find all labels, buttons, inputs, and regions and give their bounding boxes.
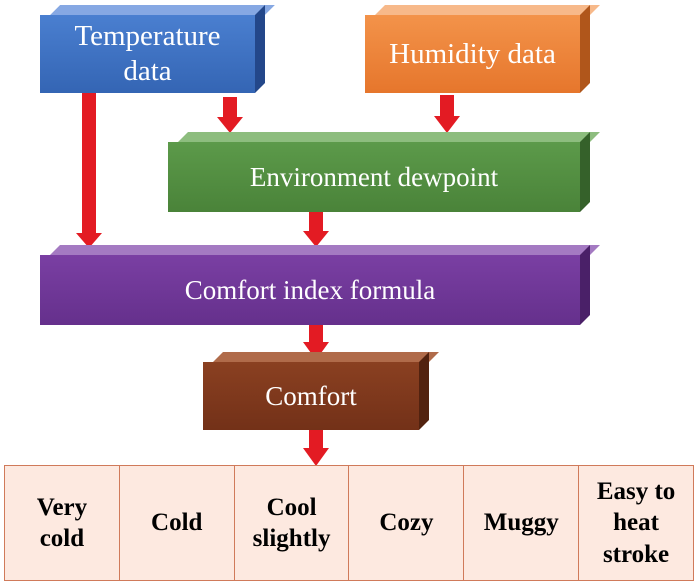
comfort-index-formula-box: Comfort index formula xyxy=(40,245,600,325)
arrow-formula-to-comfort xyxy=(303,325,329,360)
box-top-face xyxy=(178,132,600,142)
box-side-face xyxy=(580,132,590,212)
category-very-cold: Very cold xyxy=(5,466,120,580)
humidity-data-label: Humidity data xyxy=(365,15,580,93)
arrow-comfort-to-categories xyxy=(303,430,329,466)
box-top-face xyxy=(375,5,600,15)
arrow-humidity-to-dewpoint xyxy=(434,95,460,133)
box-side-face xyxy=(419,352,429,430)
box-top-face xyxy=(50,245,600,255)
arrow-dewpoint-to-formula xyxy=(303,212,329,247)
category-cold: Cold xyxy=(120,466,235,580)
environment-dewpoint-box: Environment dewpoint xyxy=(168,132,600,212)
box-top-face xyxy=(50,5,275,15)
category-easy-to-heat-stroke: Easy to heat stroke xyxy=(596,478,676,568)
temperature-data-box: Temperature data xyxy=(40,5,265,93)
arrow-temperature-to-dewpoint xyxy=(217,97,243,133)
arrow-temperature-to-formula xyxy=(76,93,102,248)
box-side-face xyxy=(255,5,265,93)
box-top-face xyxy=(213,352,439,362)
box-side-face xyxy=(580,245,590,325)
category-muggy: Muggy xyxy=(464,466,580,580)
comfort-label: Comfort xyxy=(203,362,419,430)
comfort-box: Comfort xyxy=(203,352,439,430)
humidity-data-box: Humidity data xyxy=(365,5,600,93)
comfort-categories-row: Very cold Cold Cool slightly Cozy Muggy … xyxy=(4,465,694,581)
category-cozy: Cozy xyxy=(349,466,465,580)
box-side-face xyxy=(580,5,590,93)
comfort-index-formula-label: Comfort index formula xyxy=(40,255,580,325)
category-cool-slightly: Cool slightly xyxy=(235,466,350,580)
environment-dewpoint-label: Environment dewpoint xyxy=(168,142,580,212)
temperature-data-label: Temperature data xyxy=(40,15,255,93)
